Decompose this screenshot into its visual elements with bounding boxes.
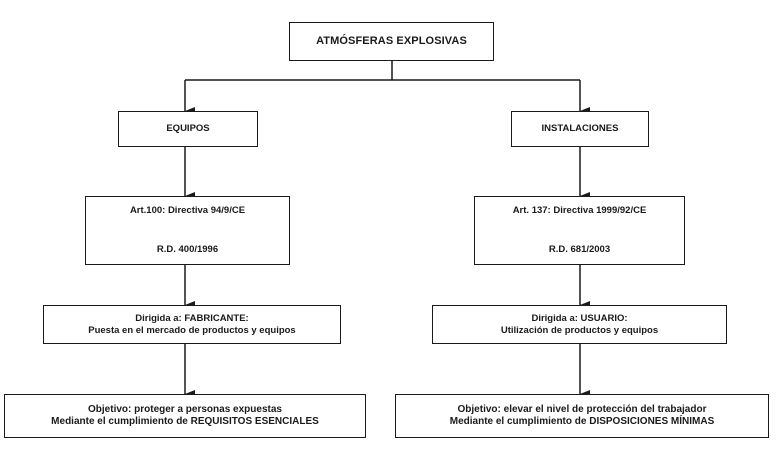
equipos-target-desc: Puesta en el mercado de productos y equi… xyxy=(88,324,296,336)
equipos-objective-node: Objetivo: proteger a personas expuestas … xyxy=(4,394,366,438)
root-label: ATMÓSFERAS EXPLOSIVAS xyxy=(316,34,467,47)
instalaciones-objective-title: Objetivo: elevar el nivel de protección … xyxy=(457,403,707,415)
instalaciones-objective-desc: Mediante el cumplimiento de DISPOSICIONE… xyxy=(449,416,715,427)
equipos-directive-text: Art.100: Directiva 94/9/CE xyxy=(129,205,246,216)
instalaciones-regulation-node: Art. 137: Directiva 1999/92/CE R.D. 681/… xyxy=(474,196,685,265)
equipos-regulation-node: Art.100: Directiva 94/9/CE R.D. 400/1996 xyxy=(85,196,290,265)
equipos-node: EQUIPOS xyxy=(118,111,258,147)
equipos-objective-title: Objetivo: proteger a personas expuestas xyxy=(88,403,282,415)
instalaciones-target-title: Dirigida a: USUARIO: xyxy=(531,312,628,324)
instalaciones-node: INSTALACIONES xyxy=(511,111,649,147)
instalaciones-target-desc: Utilización de productos y equipos xyxy=(500,324,659,336)
root-node: ATMÓSFERAS EXPLOSIVAS xyxy=(289,22,494,61)
equipos-label: EQUIPOS xyxy=(166,123,210,135)
instalaciones-decree-text: R.D. 681/2003 xyxy=(548,244,611,256)
instalaciones-objective-node: Objetivo: elevar el nivel de protección … xyxy=(395,394,769,438)
instalaciones-target-node: Dirigida a: USUARIO: Utilización de prod… xyxy=(432,305,727,344)
instalaciones-directive-text: Art. 137: Directiva 1999/92/CE xyxy=(512,205,647,216)
equipos-objective-desc: Mediante el cumplimiento de REQUISITOS E… xyxy=(51,416,319,427)
equipos-target-node: Dirigida a: FABRICANTE: Puesta en el mer… xyxy=(43,305,341,344)
equipos-target-title: Dirigida a: FABRICANTE: xyxy=(135,312,249,324)
equipos-decree-text: R.D. 400/1996 xyxy=(156,244,219,256)
instalaciones-label: INSTALACIONES xyxy=(541,123,619,135)
